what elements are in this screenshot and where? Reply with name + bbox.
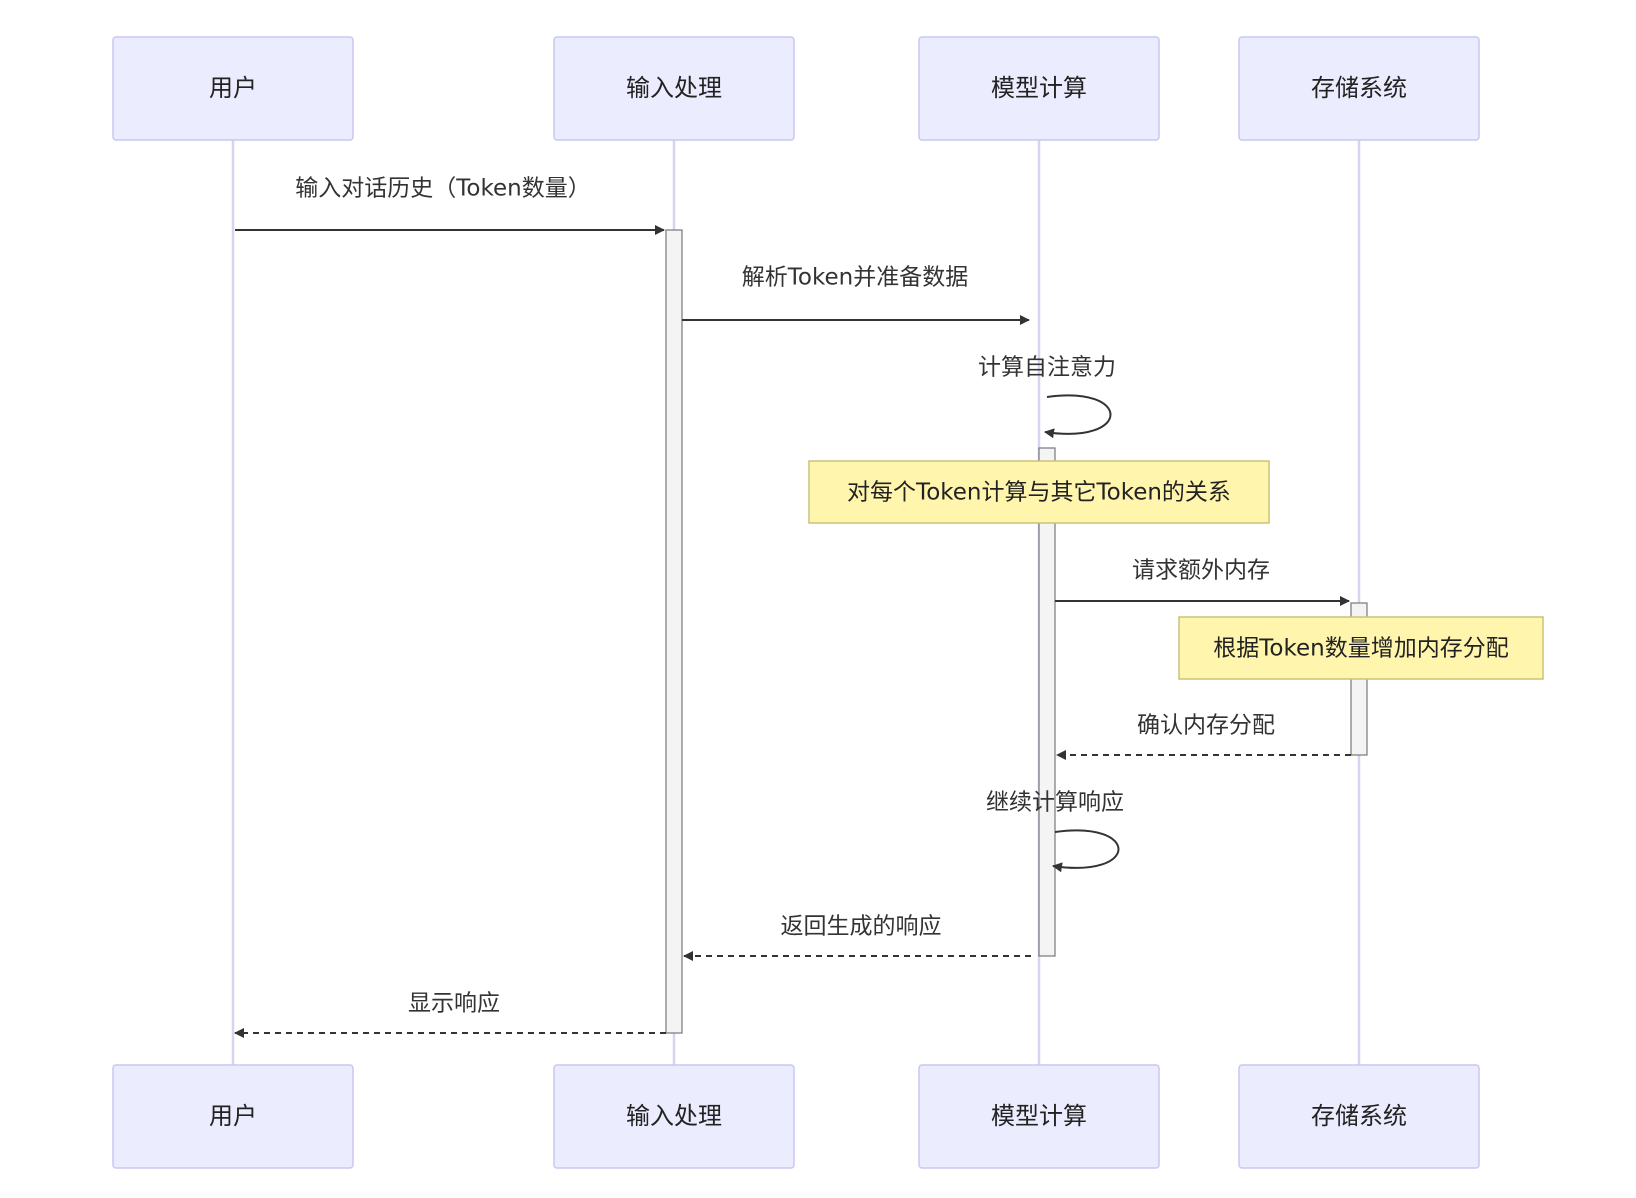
note-text: 根据Token数量增加内存分配 <box>1213 636 1508 662</box>
message-label: 输入对话历史（Token数量） <box>295 176 590 202</box>
actor-bottom-input-processing: 输入处理 <box>553 1064 795 1169</box>
actor-top-storage-system: 存储系统 <box>1238 36 1480 141</box>
message-label: 计算自注意力 <box>978 355 1116 381</box>
actor-top-input-processing: 输入处理 <box>553 36 795 141</box>
actor-label: 输入处理 <box>626 74 722 102</box>
actor-label: 存储系统 <box>1311 74 1407 102</box>
message-label: 显示响应 <box>408 991 500 1017</box>
actor-bottom-storage-system: 存储系统 <box>1238 1064 1480 1169</box>
actor-label: 存储系统 <box>1311 1102 1407 1130</box>
actor-label: 模型计算 <box>991 74 1087 102</box>
self-message-arrow <box>1044 394 1112 439</box>
message-label: 继续计算响应 <box>986 790 1124 816</box>
actor-top-user: 用户 <box>112 36 354 141</box>
actor-label: 用户 <box>209 74 257 102</box>
message-label: 确认内存分配 <box>1137 713 1275 739</box>
actor-label: 用户 <box>209 1102 257 1130</box>
message-label: 返回生成的响应 <box>781 914 942 940</box>
message-label: 请求额外内存 <box>1132 558 1270 584</box>
note-memory-allocation: 根据Token数量增加内存分配 <box>1178 616 1544 680</box>
note-text: 对每个Token计算与其它Token的关系 <box>847 480 1231 506</box>
actor-label: 模型计算 <box>991 1102 1087 1130</box>
self-message-arrow <box>1052 829 1120 873</box>
actor-label: 输入处理 <box>626 1102 722 1130</box>
actor-top-model-compute: 模型计算 <box>918 36 1160 141</box>
actor-bottom-user: 用户 <box>112 1064 354 1169</box>
activation-input-processing <box>665 229 683 1034</box>
actor-bottom-model-compute: 模型计算 <box>918 1064 1160 1169</box>
message-label: 解析Token并准备数据 <box>742 265 968 291</box>
note-attention: 对每个Token计算与其它Token的关系 <box>808 460 1270 524</box>
activation-model-compute <box>1038 447 1056 957</box>
